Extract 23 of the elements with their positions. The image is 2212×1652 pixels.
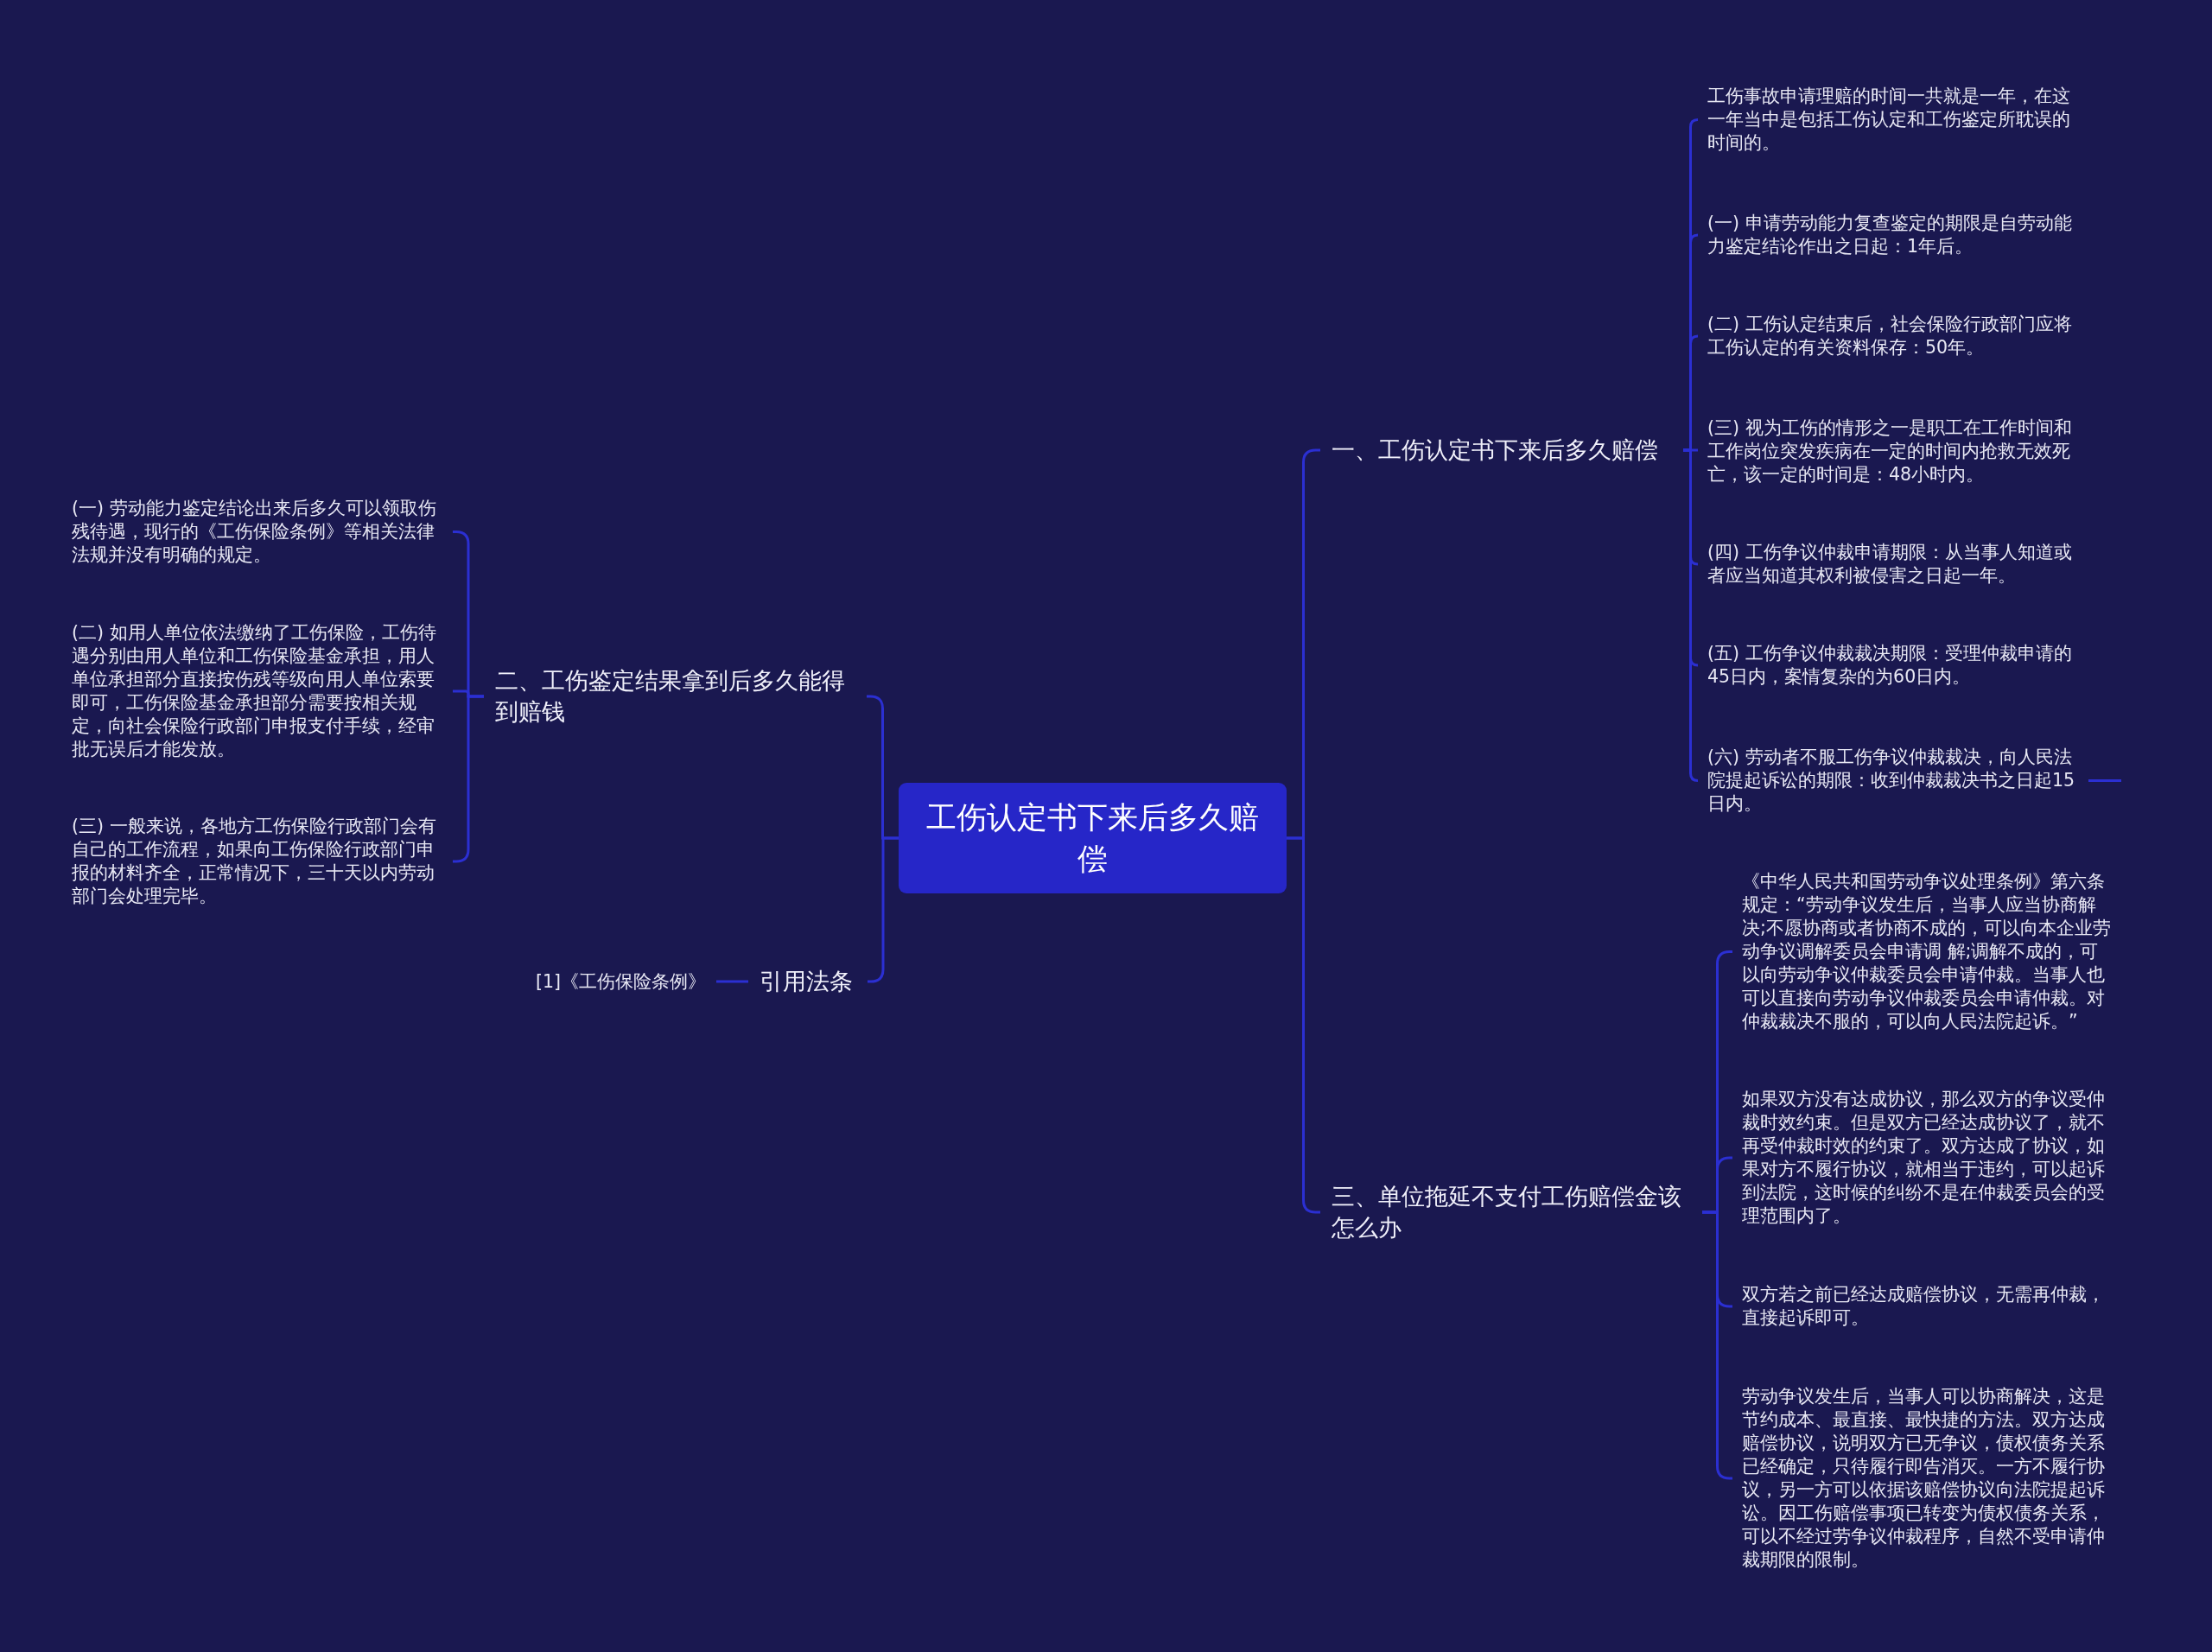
note-text: (四) 工伤争议仲裁申请期限：从当事人知道或者应当知道其权利被侵害之日起一年。 <box>1698 539 2088 589</box>
note-text: (一) 劳动能力鉴定结论出来后多久可以领取伤残待遇，现行的《工伤保险条例》等相关法律法规并没有明确的规定。 <box>62 495 453 569</box>
note-text: (三) 一般来说，各地方工伤保险行政部门会有自己的工作流程，如果向工伤保险行政部门申报的材料齐全，正常情况下，三十天以内劳动部门会处理完毕。 <box>62 813 453 910</box>
branch-topic-text: 引用法条 <box>748 963 868 1001</box>
branch-topic-text: 一、工伤认定书下来后多久赔偿 <box>1320 431 1683 469</box>
note-text: (一) 申请劳动能力复查鉴定的期限是自劳动能力鉴定结论作出之日起：1年后。 <box>1698 210 2088 260</box>
reference-text: [1]《工伤保险条例》 <box>524 963 716 1001</box>
connector-line <box>2088 779 2121 782</box>
note-text: (二) 工伤认定结束后，社会保险行政部门应将工伤认定的有关资料保存：50年。 <box>1698 311 2088 361</box>
note-text: 《中华人民共和国劳动争议处理条例》第六条规定：“劳动争议发生后，当事人应当协商解决;不愿协商或者协商不成的，可以向本企业劳动争议调解委员会申请调 解;调解不成的，可以向劳动争议仲裁委员会申请仲裁。当事人也可以直接向劳动争议仲裁委员会申请仲裁。对仲裁裁决不服的，可以向人民法院起诉。” <box>1732 868 2123 1035</box>
note-text: 双方若之前已经达成赔偿协议，无需再仲裁，直接起诉即可。 <box>1732 1281 2123 1331</box>
branch-topic-text: 三、单位拖延不支付工伤赔偿金该怎么办 <box>1320 1178 1702 1247</box>
note-text: 工伤事故申请理赔的时间一共就是一年，在这一年当中是包括工伤认定和工伤鉴定所耽误的时间的。 <box>1698 83 2088 156</box>
note-text: (三) 视为工伤的情形之一是职工在工作时间和工作岗位突发疾病在一定的时间内抢救无效死亡，该一定的时间是：48小时内。 <box>1698 415 2088 488</box>
central-topic-box: 工伤认定书下来后多久赔偿 <box>899 783 1287 893</box>
branch-topic-text: 二、工伤鉴定结果拿到后多久能得到赔钱 <box>484 662 867 731</box>
connector-line <box>716 980 748 983</box>
connector-line <box>1683 448 1700 782</box>
note-text: (二) 如用人单位依法缴纳了工伤保险，工伤待遇分别由用人单位和工伤保险基金承担，用人单位承担部分直接按伤残等级向用人单位索要即可，工伤保险基金承担部分需要按相关规定，向社会保险行政部门申报支付手续，经审批无误后才能发放。 <box>62 620 453 763</box>
note-text: (五) 工伤争议仲裁裁决期限：受理仲裁申请的45日内，案情复杂的为60日内。 <box>1698 640 2088 690</box>
note-text: 如果双方没有达成协议，那么双方的争议受仲裁时效约束。但是双方已经达成协议了，就不再受仲裁时效的约束了。双方达成了协议，如果对方不履行协议，就相当于违约，可以起诉到法院，这时候的纠纷不是在仲裁委员会的受理范围内了。 <box>1732 1086 2123 1229</box>
note-text: (六) 劳动者不服工伤争议仲裁裁决，向人民法院提起诉讼的期限：收到仲裁裁决书之日起15日内。 <box>1698 744 2088 817</box>
note-text: 劳动争议发生后，当事人可以协商解决，这是节约成本、最直接、最快捷的方法。双方达成赔偿协议，说明双方已无争议，债权债务关系已经确定，只待履行即告消灭。一方不履行协议，另一方可以依据该赔偿协议向法院提起诉讼。因工伤赔偿事项已转变为债权债务关系，可以不经过劳争议仲裁程序，自然不受申请仲裁期限的限制。 <box>1732 1383 2123 1573</box>
